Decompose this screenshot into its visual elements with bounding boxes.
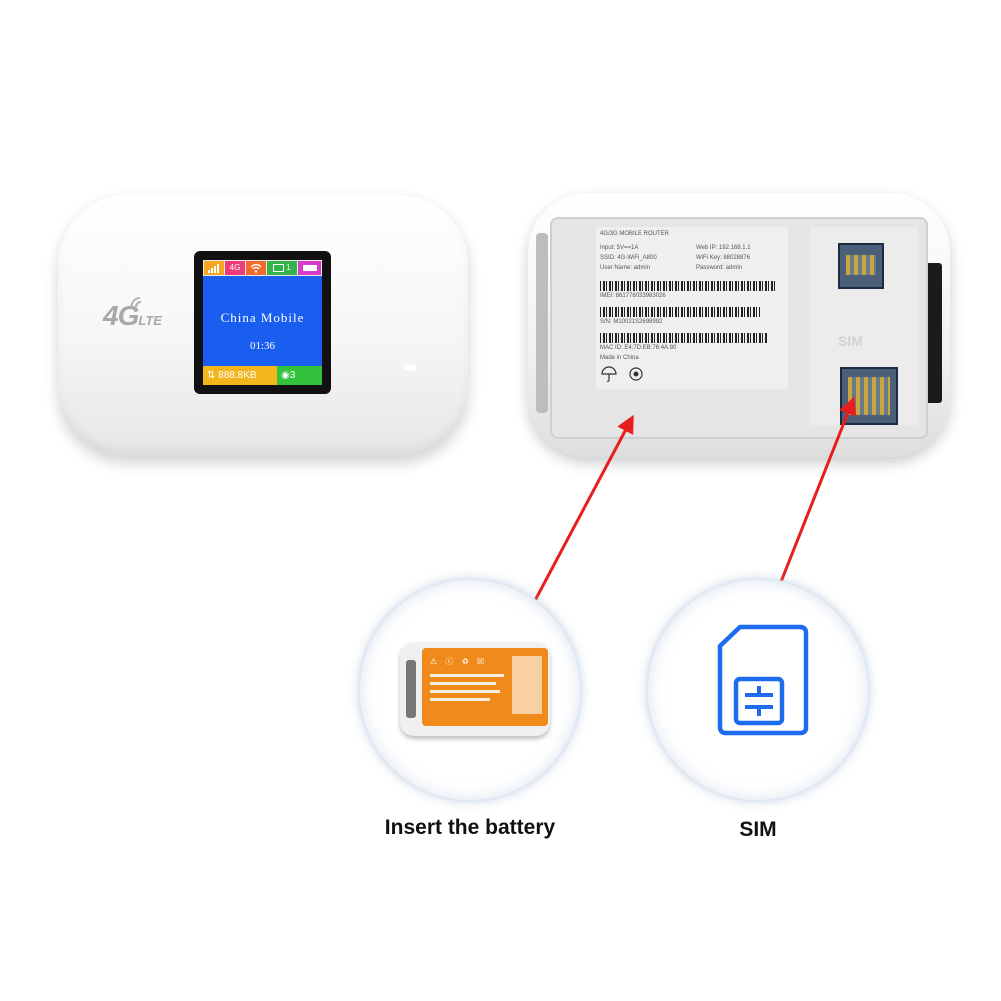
battery: ⚠ ⓒ ♻ ☒ (422, 648, 548, 726)
lcd-screen: 4G 1 China Mobile 01:36 ⇅ 888.8KB ◉3 (203, 260, 322, 385)
battery-bay: 4G/3G MOBILE ROUTER Input: 5V==1A SSID: … (550, 217, 928, 439)
4g-lte-logo: 4GLTE (103, 297, 183, 340)
network-type-badge: 4G (225, 261, 245, 275)
battery-icon (298, 261, 321, 275)
sim-circle (646, 578, 870, 802)
barcode (600, 307, 760, 317)
router-back: 4G/3G MOBILE ROUTER Input: 5V==1A SSID: … (528, 193, 950, 457)
battery-caption: Insert the battery (384, 816, 556, 839)
indicator-light (404, 365, 416, 370)
message-indicator: 1 (267, 261, 297, 275)
battery-markings: ⚠ ⓒ ♻ ☒ (430, 657, 488, 666)
sim-arrow (771, 396, 857, 603)
carrier-name: China Mobile (220, 310, 305, 325)
battery-arrow (520, 414, 634, 626)
battery-circle: ⚠ ⓒ ♻ ☒ (358, 578, 582, 802)
barcode (600, 333, 768, 343)
umbrella-icon (601, 366, 643, 382)
device-label: 4G/3G MOBILE ROUTER Input: 5V==1A SSID: … (596, 227, 788, 389)
wifi-icon (246, 261, 266, 275)
user-icon: ◉ (281, 370, 290, 381)
sim-print-label: SIM (838, 333, 863, 349)
connected-users: ◉3 (277, 366, 322, 385)
router-open-back: ⚠ ⓒ ♻ ☒ (400, 642, 550, 736)
sim-caption: SIM (739, 818, 777, 841)
bottom-bar: ⇅ 888.8KB ◉3 (203, 366, 322, 385)
lcd-screen-frame: 4G 1 China Mobile 01:36 ⇅ 888.8KB ◉3 (194, 251, 331, 394)
sim-card-icon (717, 624, 809, 736)
message-icon (273, 263, 285, 272)
left-clip (536, 233, 548, 413)
right-connector (926, 263, 942, 403)
status-bar: 4G 1 (203, 260, 322, 276)
data-usage: ⇅ 888.8KB (203, 366, 277, 385)
router-front: 4GLTE 4G 1 China Mob (58, 195, 468, 457)
connection-time: 01:36 (249, 340, 276, 352)
signal-icon (204, 261, 224, 275)
barcode (600, 281, 776, 291)
signal-arc-icon (130, 297, 142, 309)
tf-card-slot (838, 243, 884, 289)
data-icon: ⇅ (207, 370, 216, 381)
